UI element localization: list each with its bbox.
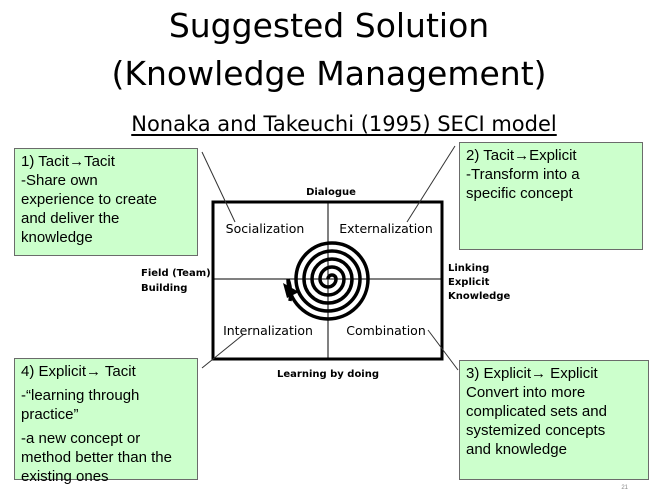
axis-label-linking-line-1: Linking bbox=[448, 263, 489, 274]
quadrant-internalization: Internalization bbox=[223, 323, 313, 338]
page-number: 21 bbox=[621, 485, 628, 491]
box-explicit-to-tacit: 4) Explicit→ Tacit -“learning through pr… bbox=[14, 358, 198, 480]
quadrant-socialization: Socialization bbox=[226, 221, 305, 236]
axis-label-field-line-1: Field (Team) bbox=[141, 268, 211, 279]
box-line: -“learning through bbox=[21, 386, 191, 405]
axis-label-field-line-2: Building bbox=[141, 283, 187, 294]
box-line: Convert into more bbox=[466, 383, 642, 402]
box-heading: 3) Explicit→ Explicit bbox=[466, 364, 642, 383]
box-line: systemized concepts bbox=[466, 421, 642, 440]
axis-label-linking-line-2: Explicit bbox=[448, 277, 490, 288]
box-line: and knowledge bbox=[466, 440, 642, 459]
box-line: and deliver the bbox=[21, 209, 191, 228]
quadrant-externalization: Externalization bbox=[339, 221, 433, 236]
box-line: specific concept bbox=[466, 184, 636, 203]
box-line: experience to create bbox=[21, 190, 191, 209]
quadrant-combination: Combination bbox=[346, 323, 426, 338]
box-tacit-to-explicit: 2) Tacit→Explicit -Transform into a spec… bbox=[459, 142, 643, 250]
box-line: existing ones bbox=[21, 467, 191, 486]
box-line: -Share own bbox=[21, 171, 191, 190]
box-line: method better than the bbox=[21, 448, 191, 467]
box-heading: 1) Tacit→Tacit bbox=[21, 152, 191, 171]
box-line: practice” bbox=[21, 405, 191, 424]
axis-label-dialogue: Dialogue bbox=[306, 187, 356, 198]
box-line: -a new concept or bbox=[21, 429, 191, 448]
box-line: complicated sets and bbox=[466, 402, 642, 421]
axis-label-linking-line-3: Knowledge bbox=[448, 291, 511, 302]
box-line: -Transform into a bbox=[466, 165, 636, 184]
box-explicit-to-explicit: 3) Explicit→ Explicit Convert into more … bbox=[459, 360, 649, 480]
box-tacit-to-tacit: 1) Tacit→Tacit -Share own experience to … bbox=[14, 148, 198, 256]
box-heading: 2) Tacit→Explicit bbox=[466, 146, 636, 165]
box-heading: 4) Explicit→ Tacit bbox=[21, 362, 191, 381]
box-line: knowledge bbox=[21, 228, 191, 247]
axis-label-learning: Learning by doing bbox=[277, 369, 379, 380]
